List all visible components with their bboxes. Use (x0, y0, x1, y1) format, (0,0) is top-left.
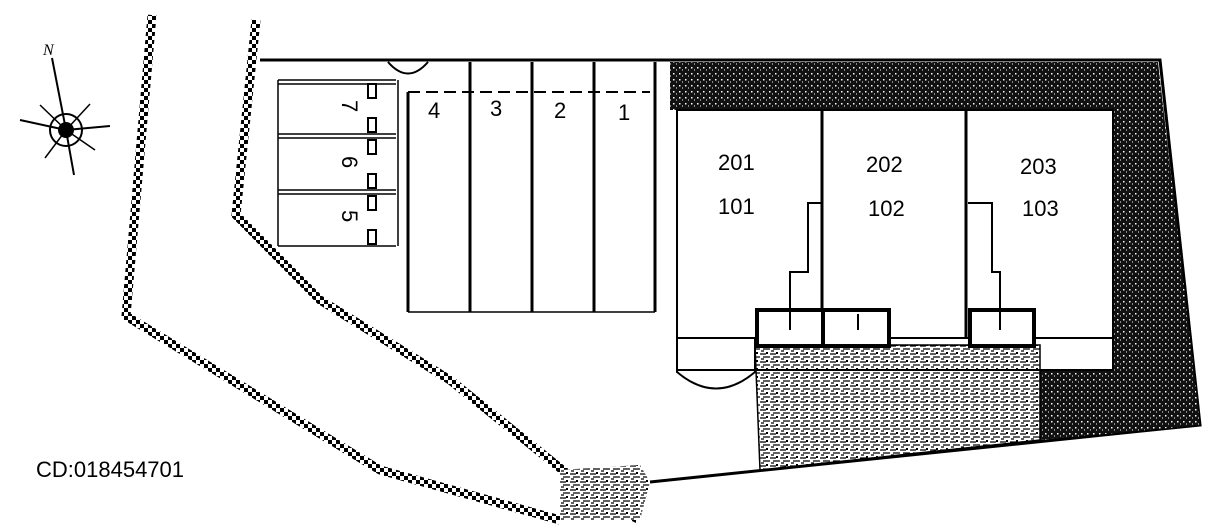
unit-201: 201 (718, 150, 755, 175)
property-code: CD:018454701 (36, 457, 184, 482)
parking-2: 2 (554, 98, 566, 123)
unit-labels: 201 101 202 102 203 103 (718, 150, 1059, 221)
parking-3: 3 (490, 96, 502, 121)
site-boundary (260, 58, 1202, 484)
north-label: N (42, 42, 55, 59)
parking-6: 6 (337, 156, 362, 168)
landscape-area (670, 62, 1200, 440)
parking-7: 7 (337, 100, 362, 112)
parking-5: 5 (337, 210, 362, 222)
unit-203: 203 (1020, 154, 1057, 179)
entrance-area (560, 344, 1041, 520)
unit-202: 202 (866, 152, 903, 177)
parking-bays-upper: 4 3 2 1 (387, 61, 657, 313)
unit-101: 101 (718, 194, 755, 219)
road-wall (121, 14, 643, 525)
parking-bays-side: 7 6 5 (277, 79, 399, 247)
parking-1: 1 (618, 100, 630, 125)
building (676, 109, 1114, 390)
compass-icon: N (19, 42, 111, 176)
parking-4: 4 (428, 98, 440, 123)
unit-103: 103 (1022, 196, 1059, 221)
unit-102: 102 (868, 196, 905, 221)
